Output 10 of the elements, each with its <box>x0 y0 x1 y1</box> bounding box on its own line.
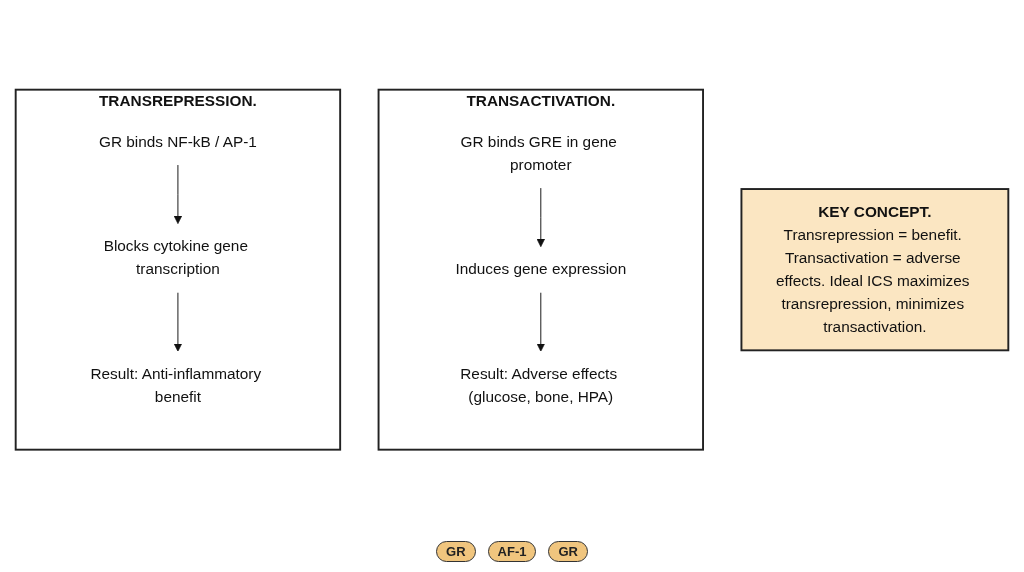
node-text: GR binds GRE in gene promoter <box>460 133 617 173</box>
protein-label: GR <box>436 541 476 562</box>
node-text: Result: Anti-inflammatory benefit <box>90 365 262 405</box>
node-text: GR binds NF-kB / AP-1 <box>98 133 257 150</box>
protein-label: GR <box>548 541 588 562</box>
node-text: Induces gene expression <box>455 260 627 278</box>
node-text: Blocks cytokine gene transcription <box>103 237 248 278</box>
node-text: Result: Adverse effects (glucose, bone, HPA) <box>460 365 618 405</box>
protein-label: AF-1 <box>487 541 537 562</box>
node-box: KEY CONCEPT. Transrepression = benefit. Transactivation = adverse effects. Ideal ICS maximizes transrepression, minimizes transactivation. <box>740 187 1010 352</box>
